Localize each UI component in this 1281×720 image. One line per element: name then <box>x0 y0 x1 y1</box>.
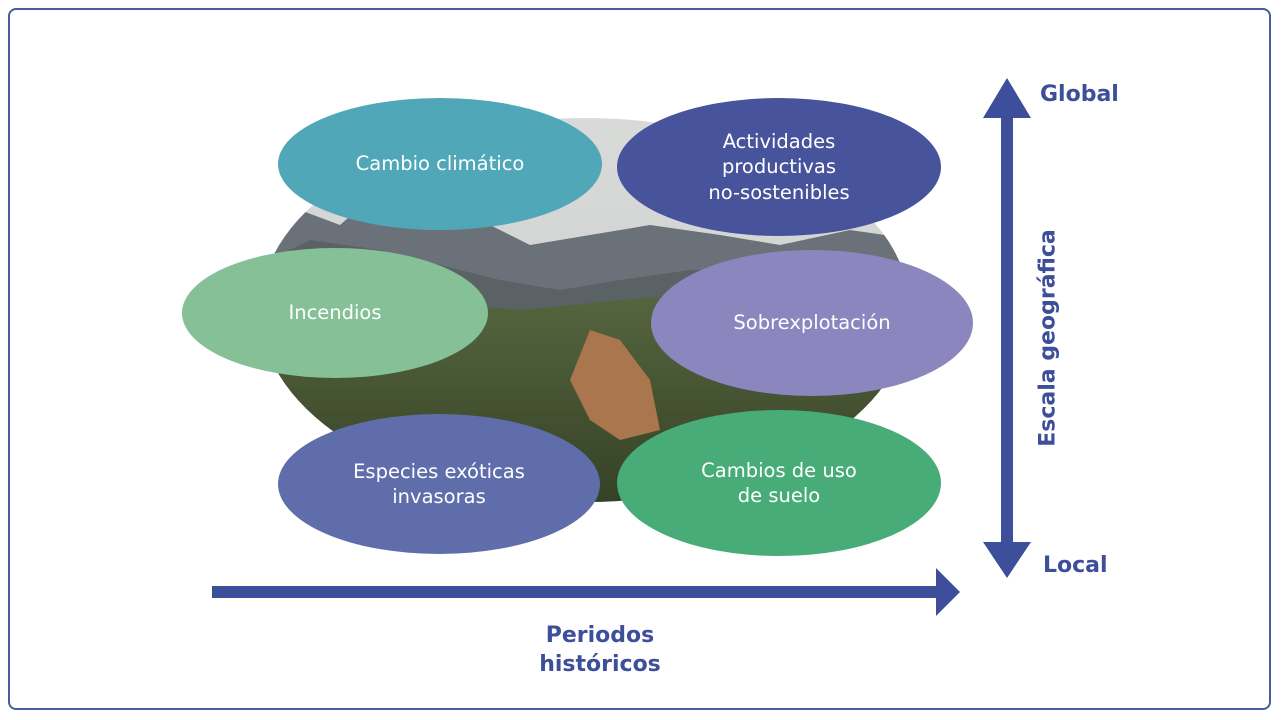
axis-bottom-label: Local <box>1043 553 1108 578</box>
bubble-cambios-uso-suelo: Cambios de uso de suelo <box>617 410 941 556</box>
bubble-label: Cambios de uso de suelo <box>701 458 857 507</box>
bubble-label: Cambio climático <box>355 152 525 176</box>
horizontal-axis-arrow <box>212 568 960 616</box>
bubble-label: Actividades productivas no-sostenibles <box>708 129 850 204</box>
bubble-sobreexplotacion: Sobrexplotación <box>651 250 973 396</box>
horizontal-axis-label: Periodos históricos <box>539 623 661 677</box>
bubble-actividades-productivas: Actividades productivas no-sostenibles <box>617 98 941 236</box>
bubble-cambio-climatico: Cambio climático <box>278 98 602 230</box>
axis-top-label: Global <box>1040 82 1119 107</box>
bubble-label: Incendios <box>288 301 382 325</box>
bubble-label: Especies exóticas invasoras <box>353 459 525 508</box>
bubble-label: Sobrexplotación <box>733 311 891 335</box>
vertical-axis-label: Escala geográfica <box>1035 229 1061 447</box>
bubble-incendios: Incendios <box>182 248 488 378</box>
bubble-especies-exoticas: Especies exóticas invasoras <box>278 414 600 554</box>
vertical-axis-arrow <box>983 78 1031 578</box>
diagram-frame <box>8 8 1271 710</box>
